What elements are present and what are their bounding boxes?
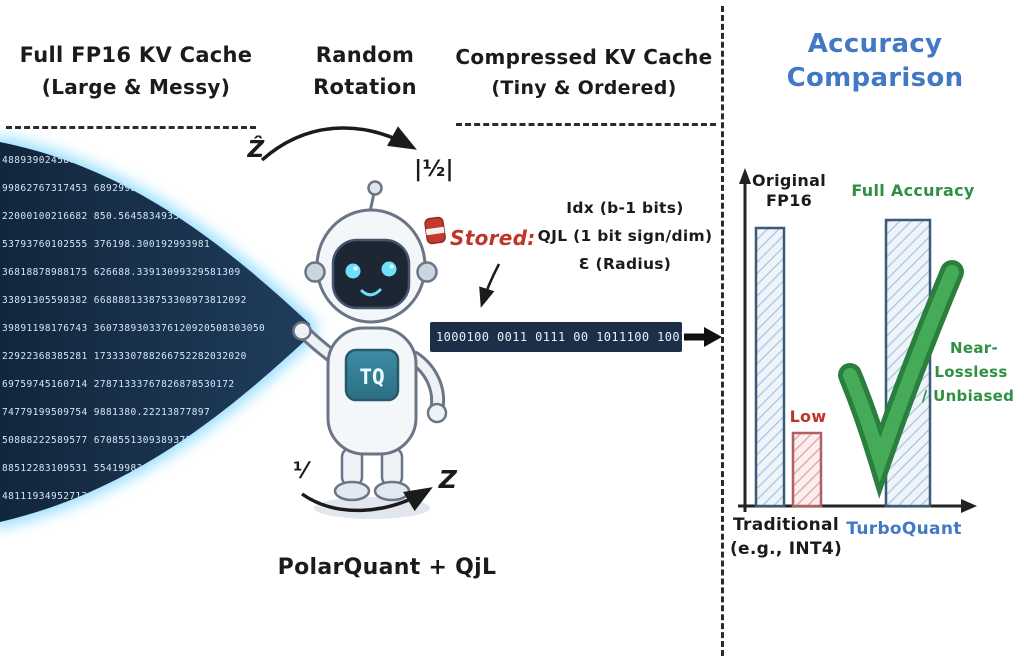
- title-compressed-line1: Compressed KV Cache: [455, 45, 713, 69]
- chart-xlabel-traditional: Traditional: [733, 515, 839, 535]
- accuracy-chart: [738, 168, 977, 513]
- z-hat-symbol: Ẑ: [247, 137, 265, 163]
- rotation-arrows: [260, 126, 433, 513]
- robot-right-ear: [416, 261, 438, 283]
- robot-right-eye-highlight: [389, 264, 394, 269]
- funnel-row: 48111934952713 907338039887987928: [2, 491, 204, 502]
- chart-label-unbiased: / Unbiased: [921, 387, 1015, 405]
- chart-label-near: Near-: [950, 339, 998, 357]
- stored-label: Stored:: [450, 226, 536, 250]
- norm-half-symbol: |½|: [414, 157, 454, 182]
- rotation-arrow-bottom: [301, 487, 433, 513]
- robot-right-eye: [381, 261, 397, 277]
- robot-antenna-ball: [367, 180, 383, 196]
- funnel-row: 48893902458626 1.65932176102937734: [2, 155, 210, 166]
- robot-left-eye-highlight: [353, 266, 358, 271]
- funnel-body: [0, 142, 310, 522]
- title-compressed-line2: (Tiny & Ordered): [491, 77, 677, 99]
- funnel-row: 22000100216682 850.56458349359935: [2, 211, 204, 222]
- stored-item-radius: Ɛ (Radius): [578, 255, 672, 273]
- robot-right-foot: [373, 480, 411, 502]
- chart-label-low: Low: [789, 407, 827, 426]
- flow-arrow: [684, 327, 722, 347]
- robot-visor: [331, 238, 411, 310]
- funnel-row: 69759745160714 27871333767826878530172: [2, 379, 235, 390]
- robot-left-hand: [292, 321, 312, 341]
- stored-item-idx: Idx (b-1 bits): [566, 199, 684, 217]
- title-full-cache-line1: Full FP16 KV Cache: [19, 43, 253, 67]
- funnel-row: 33891305598382 6688881338753308973812092: [2, 295, 247, 306]
- stored-marker-icon: [424, 216, 446, 245]
- funnel-row: 74779199509754 9881380.22213877897: [2, 407, 210, 418]
- stored-item-qjl: QJL (1 bit sign/dim): [537, 227, 713, 245]
- title-full-cache-line2: (Large & Messy): [41, 75, 231, 99]
- title-rotation-line1: Random: [315, 43, 415, 67]
- chart-xlabel-turboquant: TurboQuant: [846, 519, 962, 539]
- dashed-divider: [721, 6, 724, 656]
- dashed-line-left: [6, 126, 256, 129]
- footer-caption: PolarQuant + QjL: [277, 555, 497, 580]
- funnel-row: 53793760102555 376198.300192993981: [2, 239, 210, 250]
- robot-right-hand: [426, 402, 448, 424]
- title-rotation-line2: Rotation: [313, 75, 417, 99]
- chart-label-full-accuracy: Full Accuracy: [851, 181, 975, 200]
- chart-label-fp16: FP16: [765, 191, 813, 210]
- chart-y-axis-arrow: [739, 168, 751, 184]
- title-accuracy-line1: Accuracy: [807, 29, 943, 59]
- funnel-row: 36818878988175 626688.33913099329581309: [2, 267, 241, 278]
- checkmark-icon: [843, 265, 959, 483]
- one-over-symbol: ⅟: [293, 459, 307, 484]
- robot-left-eye: [345, 263, 361, 279]
- chart-label-original: Original: [752, 171, 826, 190]
- chart-x-axis-arrow: [961, 499, 977, 513]
- robot-badge-text: TQ: [359, 365, 384, 389]
- flow-arrow-head: [704, 327, 722, 347]
- funnel-row: 99862767317453 689299398192993383: [2, 183, 204, 194]
- kv-cache-funnel: 48893902458626 1.65932176102937734 99862…: [0, 135, 316, 529]
- bar-traditional-low: [791, 431, 823, 508]
- z-symbol: Z: [438, 465, 458, 494]
- robot-mascot: TQ: [292, 180, 448, 519]
- title-accuracy-line2: Comparison: [786, 63, 964, 93]
- robot-chest-screen: [344, 348, 400, 402]
- marker-stripe: [425, 226, 445, 236]
- chart-label-lossless: Lossless: [934, 363, 1008, 381]
- chart-xlabel-int4: (e.g., INT4): [729, 539, 843, 559]
- dashed-line-middle: [456, 123, 716, 126]
- funnel-row: 50888222589577 670855130938937782: [2, 435, 204, 446]
- robot-right-arm-fill: [409, 353, 443, 413]
- robot-left-foot: [333, 480, 371, 502]
- funnel-row: 22922368385281 1733330788266752282032020: [2, 351, 247, 362]
- robot-smile: [360, 288, 382, 297]
- stored-to-binary-arrow: [479, 263, 501, 308]
- funnel-row: 88512283109531 554199836070977629: [2, 463, 204, 474]
- bar-original-fp16: [754, 226, 786, 508]
- rotation-arrow-top: [260, 126, 417, 162]
- funnel-row: 39891198176743 3607389303376120920508303…: [2, 323, 265, 334]
- robot-left-ear: [304, 261, 326, 283]
